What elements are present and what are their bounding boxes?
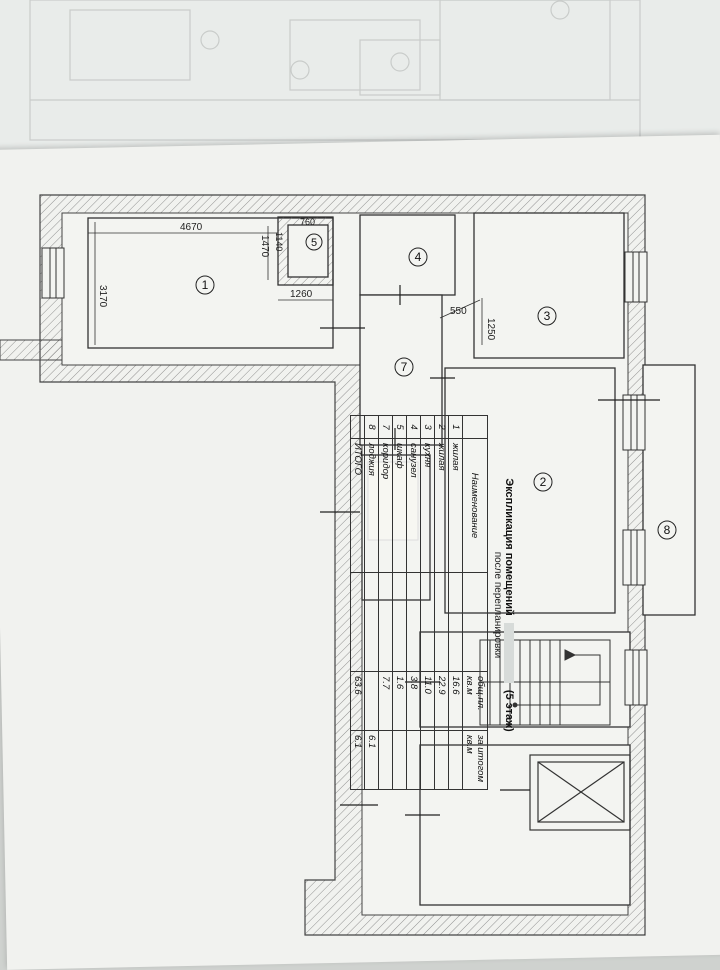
explication-subtitle: после перепланировки [492, 551, 503, 659]
explication-block: Экспликация помещений (5 этаж) после пер… [350, 415, 515, 790]
dim-550: 550 [450, 306, 467, 317]
svg-text:5: 5 [311, 237, 317, 249]
dim-1470: 1470 [259, 235, 270, 258]
dim-3170: 3170 [97, 285, 108, 308]
room-2-outline [444, 367, 616, 614]
rooms-table: Наименование общ.пл. кв.м за итогом кв.м… [350, 415, 488, 790]
windows [41, 247, 648, 706]
dim-1140: 1140 [274, 232, 284, 251]
room-marker-7: 7 [394, 357, 414, 377]
table-row: 5 шкаф 1.6 [392, 415, 407, 790]
background-plan-faint [29, 0, 641, 141]
room-5-outline [287, 224, 329, 278]
door-marks [320, 285, 660, 816]
room-marker-1: 1 [195, 275, 215, 295]
dim-1260: 1260 [290, 289, 313, 300]
partitions [87, 212, 696, 906]
room-marker-4: 4 [408, 247, 428, 267]
room-4-outline [359, 214, 456, 296]
dim-760: 760 [300, 217, 315, 227]
dimension-lines [88, 222, 483, 345]
table-row: 4 санузел 3.8 [406, 415, 421, 790]
dim-1250: 1250 [485, 318, 496, 341]
room-3-outline [473, 212, 625, 359]
table-header-row: Наименование общ.пл. кв.м за итогом кв.м [462, 415, 488, 790]
dimension-labels: 4670 3170 1260 1470 760 1140 550 1250 [97, 217, 496, 341]
table-total-row: ИТОГО 63.6 6.1 [350, 415, 365, 790]
room-marker-2: 2 [533, 472, 553, 492]
svg-text:7: 7 [401, 360, 408, 374]
table-row: 2 жилая 22.9 [434, 415, 449, 790]
svg-text:3: 3 [544, 309, 551, 323]
col-total-area: общ.пл. кв.м [462, 671, 488, 731]
svg-text:4: 4 [415, 250, 422, 264]
room-marker-8: 8 [657, 520, 677, 540]
elevator [529, 754, 631, 831]
svg-text:2: 2 [540, 475, 547, 489]
room-7-outline [359, 294, 443, 446]
col-balcony: за итогом кв.м [462, 730, 488, 790]
svg-text:8: 8 [664, 523, 671, 537]
room-marker-3: 3 [537, 306, 557, 326]
explication-title: Экспликация помещений (5 этаж) [503, 478, 515, 732]
table-row: 1 жилая 16.6 [448, 415, 463, 790]
table-row: 7 коридор 7.7 [378, 415, 393, 790]
table-row: 3 кухня 11.0 [420, 415, 435, 790]
room-markers: 1 2 3 4 5 7 8 [195, 233, 677, 540]
dim-4670: 4670 [180, 222, 203, 233]
paper-note [367, 461, 419, 541]
col-name: Наименование [462, 438, 488, 573]
room-marker-5: 5 [305, 233, 323, 251]
room-8-outline [642, 364, 696, 616]
svg-text:1: 1 [202, 278, 209, 292]
redacted-block [503, 622, 514, 683]
table-row: 8 лоджия 6.1 [364, 415, 379, 790]
